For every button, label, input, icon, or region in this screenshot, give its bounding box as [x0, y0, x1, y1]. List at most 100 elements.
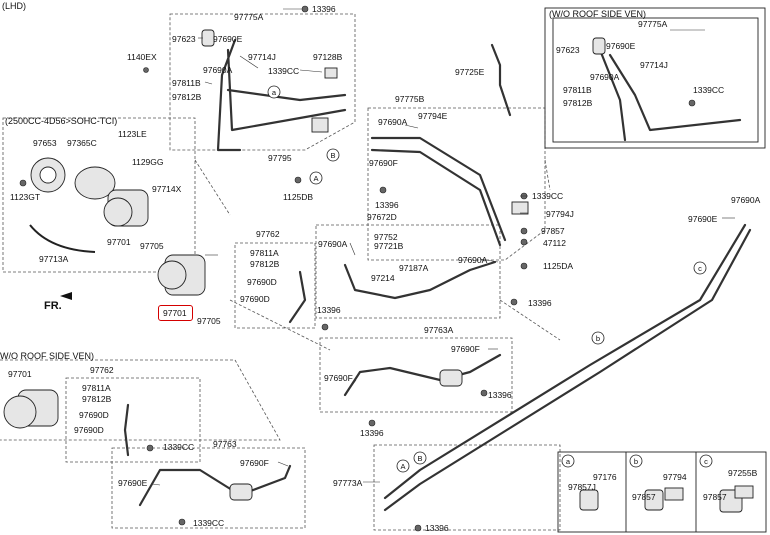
- part-label[interactable]: 13396: [425, 523, 449, 533]
- part-label[interactable]: 97690E: [213, 34, 243, 44]
- part-label[interactable]: 1123LE: [118, 129, 147, 139]
- part-label[interactable]: 13396: [312, 4, 336, 14]
- part-label[interactable]: 97857: [632, 492, 656, 502]
- part-label[interactable]: 97690D: [240, 294, 270, 304]
- part-label[interactable]: 97857: [541, 226, 565, 236]
- callout-letters: a B A c b A B a b c: [272, 88, 708, 471]
- part-label[interactable]: 97714J: [640, 60, 668, 70]
- header-engine: (2500CC-4D56>SOHC-TCI): [5, 116, 118, 126]
- part-label[interactable]: 13396: [528, 298, 552, 308]
- part-label[interactable]: 97762: [256, 229, 280, 239]
- part-label[interactable]: 97690E: [118, 478, 148, 488]
- part-label[interactable]: 97705: [197, 316, 221, 326]
- part-label[interactable]: 1339CC: [693, 85, 725, 95]
- part-label[interactable]: 97690A: [590, 72, 620, 82]
- part-label[interactable]: 97690A: [731, 195, 761, 205]
- part-label[interactable]: 1339CC: [268, 66, 300, 76]
- part-label-highlighted[interactable]: 97701: [163, 308, 187, 318]
- part-label[interactable]: 97690F: [451, 344, 480, 354]
- part-muffler-97763a: [439, 369, 463, 387]
- part-label[interactable]: 97701: [8, 369, 32, 379]
- part-label[interactable]: 97705: [140, 241, 164, 251]
- part-label[interactable]: 97721B: [374, 241, 404, 251]
- part-label[interactable]: 13396: [488, 390, 512, 400]
- part-label[interactable]: 97714X: [152, 184, 182, 194]
- part-label[interactable]: 97811B: [172, 78, 201, 88]
- part-label[interactable]: 97128B: [313, 52, 343, 62]
- part-label[interactable]: 13396: [375, 200, 399, 210]
- callout-b-right: [591, 331, 605, 345]
- part-label[interactable]: 97176: [593, 472, 617, 482]
- part-label[interactable]: 97672D: [367, 212, 397, 222]
- part-label[interactable]: 97795: [268, 153, 292, 163]
- part-label[interactable]: 97812B: [82, 394, 112, 404]
- part-label[interactable]: 97187A: [399, 263, 429, 273]
- header-wo-roof-top: (W/O ROOF SIDE VEN): [549, 9, 647, 19]
- part-label[interactable]: 13396: [317, 305, 341, 315]
- part-label[interactable]: 97690F: [240, 458, 269, 468]
- bolt: [379, 186, 387, 194]
- part-label[interactable]: 97653: [33, 138, 57, 148]
- part-label[interactable]: 97794: [663, 472, 687, 482]
- part-label[interactable]: 97713A: [39, 254, 69, 264]
- part-label[interactable]: 97752: [374, 232, 398, 242]
- part-label[interactable]: 1125DA: [543, 261, 574, 271]
- part-label[interactable]: 97690A: [458, 255, 488, 265]
- bolt: [520, 227, 528, 235]
- part-label[interactable]: 97762: [90, 365, 114, 375]
- part-label[interactable]: 97763A: [424, 325, 454, 335]
- part-label[interactable]: 13396: [360, 428, 384, 438]
- part-label[interactable]: 97857J: [568, 482, 596, 492]
- bolt: [19, 179, 27, 187]
- part-label[interactable]: 1339CC: [163, 442, 195, 452]
- part-label[interactable]: 97690F: [324, 373, 353, 383]
- bolt: [143, 67, 149, 73]
- bolt: [480, 389, 488, 397]
- part-label[interactable]: 1339CC: [532, 191, 564, 201]
- part-label[interactable]: 97775B: [395, 94, 425, 104]
- part-label[interactable]: 97763: [213, 439, 237, 449]
- part-label[interactable]: 97773A: [333, 478, 363, 488]
- part-label[interactable]: 97811A: [82, 383, 111, 393]
- part-label[interactable]: 1140EX: [127, 52, 157, 62]
- part-label[interactable]: 97811A: [250, 248, 279, 258]
- solid-frames: [544, 7, 767, 533]
- part-label[interactable]: 97690A: [203, 65, 233, 75]
- part-label[interactable]: 97701: [107, 237, 131, 247]
- highlight-box[interactable]: [158, 305, 193, 321]
- part-label[interactable]: 97812B: [172, 92, 202, 102]
- part-label[interactable]: 97214: [371, 273, 395, 283]
- part-label[interactable]: 97714J: [248, 52, 276, 62]
- part-label[interactable]: 97690D: [79, 410, 109, 420]
- part-label[interactable]: 97690A: [378, 117, 408, 127]
- part-label[interactable]: 97775A: [638, 19, 668, 29]
- part-97128b: [324, 67, 338, 79]
- part-label[interactable]: 97690E: [606, 41, 636, 51]
- part-label[interactable]: 97623: [172, 34, 196, 44]
- part-label[interactable]: 97623: [556, 45, 580, 55]
- part-label[interactable]: 1129GG: [132, 157, 164, 167]
- part-label[interactable]: 97690D: [247, 277, 277, 287]
- part-label[interactable]: 97812B: [250, 259, 280, 269]
- part-label[interactable]: 97690A: [318, 239, 348, 249]
- part-label[interactable]: 1339CC: [193, 518, 225, 528]
- callout-c-legend: [699, 454, 713, 468]
- part-label[interactable]: 97690D: [74, 425, 104, 435]
- part-label[interactable]: 97812B: [563, 98, 593, 108]
- part-label[interactable]: 97255B: [728, 468, 758, 478]
- part-label[interactable]: 1123GT: [10, 192, 41, 202]
- pipes: [123, 38, 752, 512]
- bolt: [301, 5, 309, 13]
- part-label[interactable]: 97690E: [688, 214, 718, 224]
- part-label[interactable]: 97811B: [563, 85, 592, 95]
- part-label[interactable]: 97857: [703, 492, 727, 502]
- part-label[interactable]: 97794E: [418, 111, 448, 121]
- part-label[interactable]: 97365C: [67, 138, 97, 148]
- part-label[interactable]: 47112: [543, 238, 567, 248]
- part-label[interactable]: 97794J: [546, 209, 574, 219]
- callout-letter: c: [698, 264, 702, 273]
- part-label[interactable]: 1125DB: [283, 192, 314, 202]
- part-label[interactable]: 97725E: [455, 67, 485, 77]
- part-label[interactable]: 97775A: [234, 12, 264, 22]
- part-label[interactable]: 97690F: [369, 158, 398, 168]
